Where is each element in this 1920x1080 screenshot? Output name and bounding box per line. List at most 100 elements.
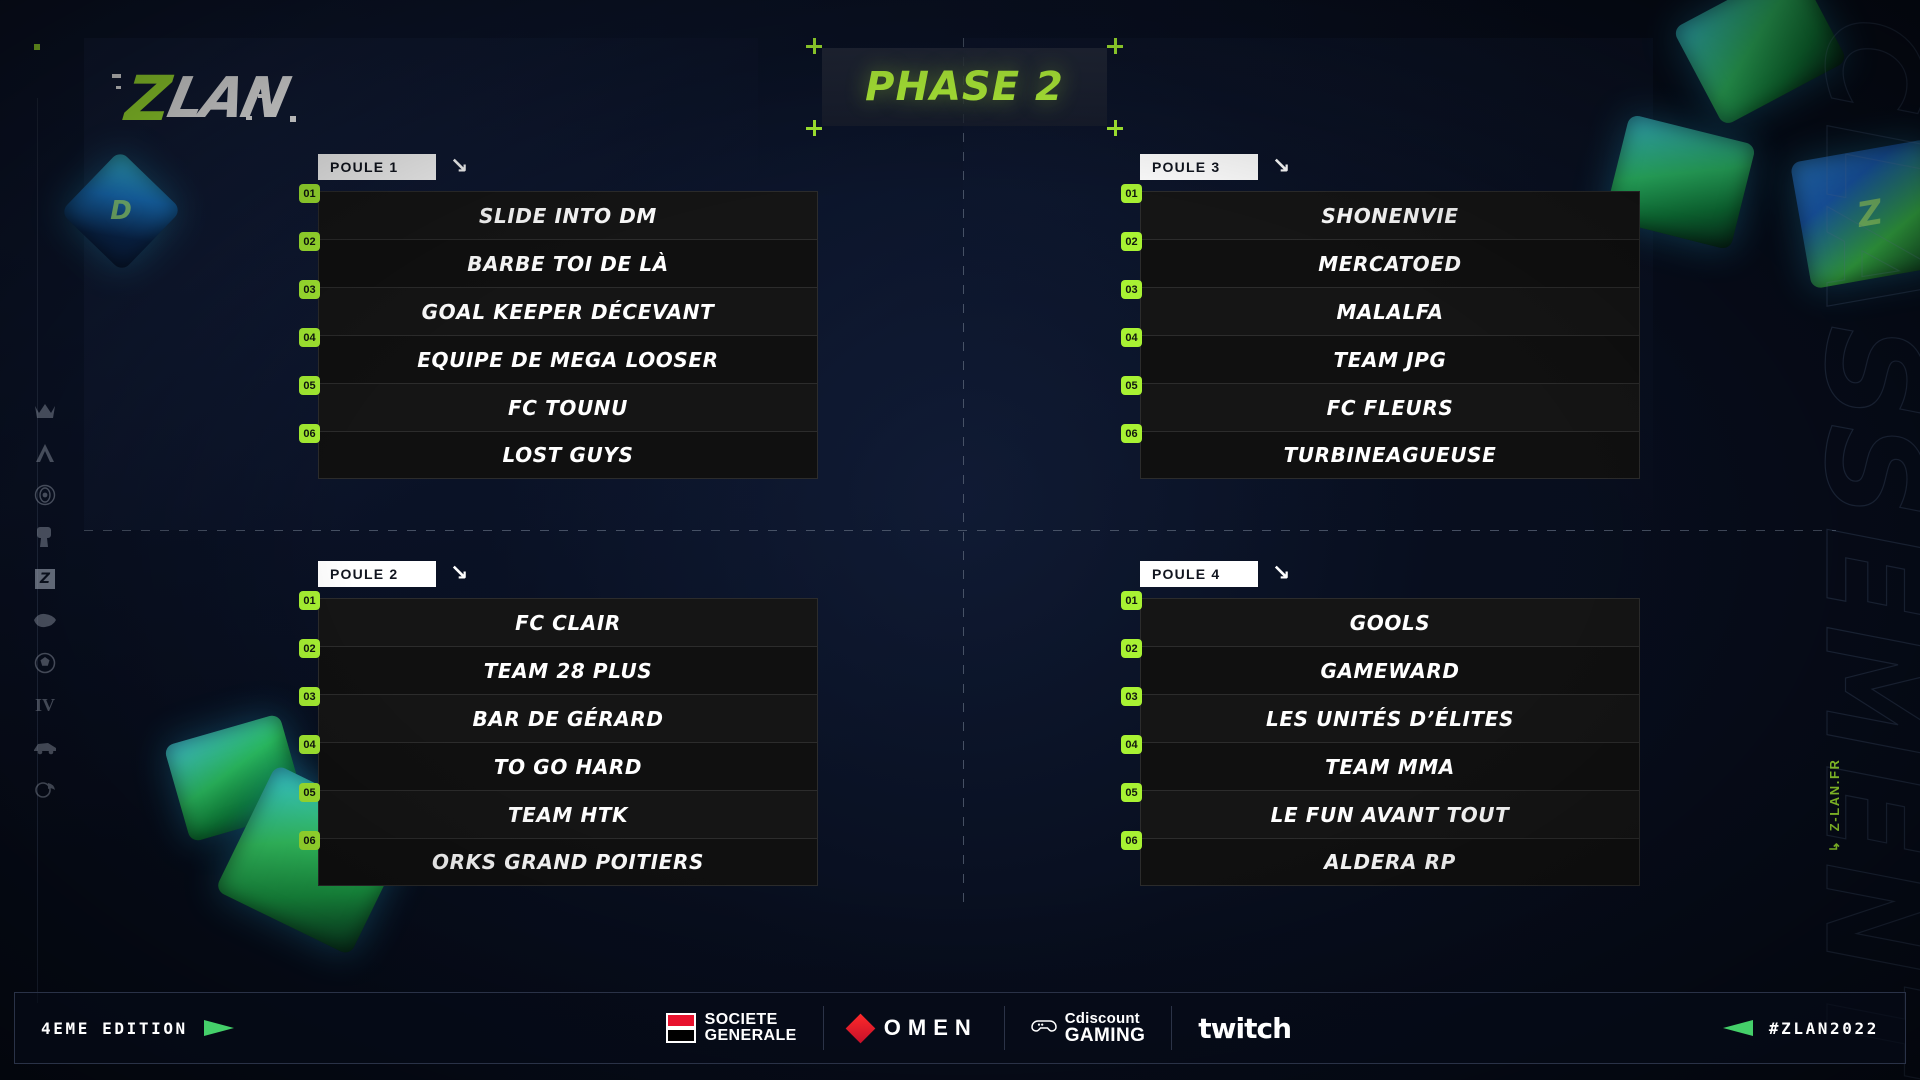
omen-label: OMEN — [883, 1015, 978, 1040]
sponsor-cdiscount-gaming[interactable]: Cdiscount GAMING — [1003, 1006, 1172, 1050]
rank-badge: 04 — [1121, 328, 1142, 347]
car-icon[interactable] — [32, 734, 58, 760]
rank-badge: 05 — [299, 376, 320, 395]
zlan-z-icon[interactable]: Z — [32, 566, 58, 592]
sponsor-twitch[interactable]: twitch — [1171, 1006, 1317, 1050]
crosshair-marker-top-right — [1107, 38, 1123, 54]
team-name: TEAM JPG — [1333, 347, 1447, 372]
pool-name-tag: POULE 2 — [318, 561, 436, 587]
left-icon-rail: Z IV — [25, 38, 65, 1080]
site-url-label: ↳ Z-LAN.FR — [1827, 759, 1842, 852]
apex-chevron-icon[interactable] — [32, 440, 58, 466]
rank-badge: 01 — [1121, 591, 1142, 610]
pool-name-tag: POULE 4 — [1140, 561, 1258, 587]
arrow-down-right-icon: ↘ — [450, 561, 469, 586]
character-icon[interactable] — [32, 524, 58, 550]
team-name: TO GO HARD — [493, 754, 643, 779]
table-row[interactable]: 05 FC FLEURS — [1121, 376, 1640, 431]
footer-left: 4EME EDITION — [41, 1019, 234, 1038]
glove-icon[interactable] — [32, 608, 58, 634]
team-name: FC FLEURS — [1326, 395, 1454, 420]
arrow-down-right-icon: ↘ — [1272, 561, 1291, 586]
roman-four-icon[interactable]: IV — [32, 692, 58, 718]
site-url-text: Z-LAN.FR — [1827, 758, 1842, 832]
societe-generale-label: SOCIETE GENERALE — [704, 1010, 797, 1045]
twitch-label: twitch — [1198, 1011, 1292, 1045]
footer-right: #ZLAN2022 — [1722, 1019, 1879, 1038]
sg-line-1: SOCIETE — [704, 1010, 778, 1028]
guide-line-horizontal — [84, 530, 1836, 531]
logo-lan-text: LAN — [162, 66, 293, 131]
societe-generale-mark-icon — [665, 1013, 696, 1043]
table-row[interactable]: 01 FC CLAIR — [299, 591, 818, 646]
rocket-league-logo-icon[interactable] — [32, 482, 58, 508]
crosshair-marker-bottom-right — [1107, 120, 1123, 136]
crosshair-marker-top-left — [806, 38, 822, 54]
team-name: GAMEWARD — [1320, 658, 1460, 683]
rank-badge: 01 — [299, 184, 320, 203]
rank-badge: 01 — [299, 591, 320, 610]
team-name: MERCATOED — [1318, 251, 1462, 276]
crown-icon[interactable] — [32, 398, 58, 424]
pool-name-tag: POULE 3 — [1140, 154, 1258, 180]
flaming-ball-icon[interactable] — [32, 776, 58, 802]
cdiscount-label: Cdiscount GAMING — [1065, 1011, 1146, 1045]
team-name: EQUIPE DE MEGA LOOSER — [417, 347, 719, 372]
cd-line-1: Cdiscount — [1064, 1010, 1140, 1027]
team-name: LE FUN AVANT TOUT — [1270, 802, 1510, 827]
rank-badge: 05 — [1121, 376, 1142, 395]
guide-line-vertical — [963, 38, 964, 910]
crosshair-marker-bottom-left — [806, 120, 822, 136]
team-name: BAR DE GÉRARD — [472, 706, 664, 731]
table-row[interactable]: 05 FC TOUNU — [299, 376, 818, 431]
rank-badge: 02 — [299, 232, 320, 251]
rank-badge: 03 — [299, 280, 320, 299]
sponsor-societe-generale[interactable]: SOCIETE GENERALE — [640, 1006, 823, 1050]
logo-z-letter: Z — [122, 62, 171, 135]
football-icon[interactable] — [32, 650, 58, 676]
team-name: FC TOUNU — [508, 395, 628, 420]
team-name: TEAM MMA — [1325, 754, 1455, 779]
rank-badge: 06 — [1121, 424, 1142, 443]
sponsor-omen[interactable]: OMEN — [822, 1006, 1004, 1050]
sponsor-logos: SOCIETE GENERALE OMEN Cdiscount GAMING t… — [640, 1006, 1317, 1050]
rank-badge: 02 — [299, 639, 320, 658]
pool-header: POULE 3 ↘ — [1140, 154, 1640, 180]
team-name: SHONENVIE — [1321, 203, 1459, 228]
team-name: LOST GUYS — [502, 443, 634, 467]
team-name: FC CLAIR — [515, 610, 621, 635]
cd-line-2: GAMING — [1064, 1025, 1146, 1046]
rank-badge: 01 — [1121, 184, 1142, 203]
rank-badge: 04 — [299, 328, 320, 347]
rank-badge: 06 — [1121, 831, 1142, 850]
pool-header: POULE 2 ↘ — [318, 561, 818, 587]
site-arrow-icon: ↳ — [1827, 839, 1842, 853]
